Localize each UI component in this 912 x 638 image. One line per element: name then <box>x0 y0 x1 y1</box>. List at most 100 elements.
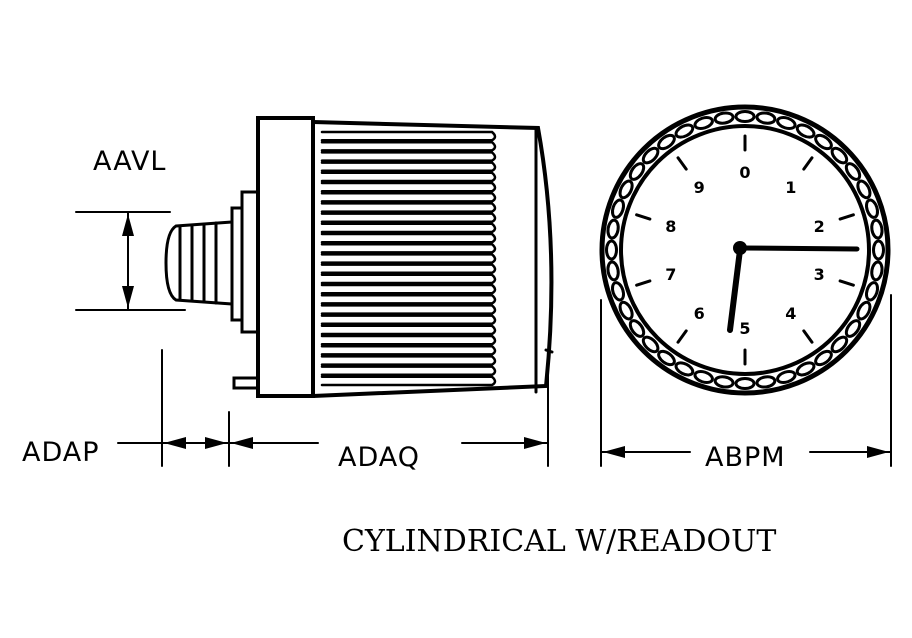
knurl-rib <box>320 293 497 305</box>
knurl-bead <box>814 133 833 151</box>
knurl-bead <box>628 162 646 181</box>
dial-number: 4 <box>785 304 796 323</box>
knurl-rib <box>320 171 497 183</box>
knurl-bead <box>814 349 833 367</box>
knurl-bead <box>795 361 816 377</box>
dial-tick <box>676 156 688 171</box>
dial-long-hand <box>739 245 860 252</box>
dial-number: 2 <box>814 217 825 236</box>
knurl-bead <box>628 319 646 338</box>
knurl-bead <box>830 146 849 165</box>
knurl-bead <box>734 110 756 123</box>
knurl-rib <box>320 161 497 173</box>
dial-tick <box>676 329 688 344</box>
knurl-bead <box>856 300 872 321</box>
knurl-bead <box>610 281 626 302</box>
knurl-ribs <box>320 130 497 387</box>
knurl-bead <box>755 111 777 125</box>
dial-tick-marks <box>635 134 855 366</box>
abpm-dimension: ABPM <box>600 294 892 473</box>
knurl-bead <box>657 349 676 367</box>
knurl-bead <box>606 218 620 240</box>
knurl-bead <box>830 335 849 354</box>
knurl-rib <box>320 314 497 326</box>
knurl-rib <box>320 304 497 315</box>
dial-tick <box>635 279 652 287</box>
knurl-bead <box>641 146 660 165</box>
abpm-label: ABPM <box>705 442 786 473</box>
dial-tick <box>802 329 814 344</box>
dial-tick <box>635 213 652 221</box>
knurl-rib <box>320 334 497 346</box>
adap-adaq-dimension: ADAP ADAQ <box>22 349 549 473</box>
knurl-rib <box>320 202 497 213</box>
knurl-bead <box>606 260 620 282</box>
knurl-rib <box>320 232 497 244</box>
dial-inner-ring <box>619 124 871 376</box>
knurl-rib <box>320 151 497 162</box>
knurl-bead <box>795 123 816 139</box>
dial-number: 6 <box>694 304 705 323</box>
knurl-bead <box>872 239 885 261</box>
knurl-rib <box>320 253 497 264</box>
dial-numbers: 0 1 2 3 4 5 6 7 8 9 <box>665 163 825 338</box>
knurl-bead <box>618 300 634 321</box>
knurl-bead <box>713 375 735 389</box>
knurl-bead <box>776 369 797 385</box>
dial-knurl-pattern <box>605 110 885 390</box>
knurl-rib <box>320 375 497 387</box>
diagram-caption: CYLINDRICAL W/READOUT <box>342 524 776 559</box>
knurl-bead <box>657 133 676 151</box>
knurl-rib <box>320 212 497 224</box>
knurl-rib <box>320 365 497 377</box>
dial-view: 0 1 2 3 4 5 6 7 8 9 <box>599 104 891 396</box>
knurl-rib <box>320 242 497 254</box>
front-collar <box>256 116 315 398</box>
knurl-bead <box>864 198 880 219</box>
knurl-bead <box>864 281 880 302</box>
knurl-rib <box>320 324 497 336</box>
aavl-dimension: AAVL <box>75 146 186 311</box>
adap-label: ADAP <box>22 437 100 468</box>
knurl-rib <box>320 344 497 356</box>
knurl-bead <box>605 239 618 261</box>
aavl-label: AAVL <box>93 146 166 177</box>
side-view <box>164 116 554 398</box>
dial-hub <box>733 241 747 255</box>
knurl-bead <box>870 218 884 240</box>
knurl-bead <box>610 198 626 219</box>
knurl-bead <box>674 123 695 139</box>
dial-short-hand <box>727 247 743 333</box>
knurl-bead <box>755 375 777 389</box>
dial-number: 8 <box>665 217 676 236</box>
dial-number: 1 <box>785 178 796 197</box>
dial-number: 0 <box>739 163 750 182</box>
dial-number: 7 <box>665 265 676 284</box>
dial-tick <box>838 213 855 221</box>
knurl-bead <box>693 369 714 385</box>
knurl-bead <box>870 260 884 282</box>
knurl-rib <box>320 130 497 142</box>
knurl-rib <box>320 273 497 285</box>
knurl-rib <box>320 263 497 275</box>
knurl-rib <box>320 191 497 203</box>
knurl-rib <box>320 222 497 234</box>
knurl-rib <box>320 140 497 152</box>
knurl-bead <box>776 115 797 131</box>
knurl-rib <box>320 283 497 295</box>
adaq-label: ADAQ <box>338 442 420 473</box>
knurl-rib <box>320 355 497 366</box>
dial-tick <box>838 279 855 287</box>
dial-number: 3 <box>814 265 825 284</box>
knurl-bead <box>856 179 872 200</box>
knurl-bead <box>844 319 862 338</box>
dial-number: 5 <box>739 319 750 338</box>
dial-number: 9 <box>694 178 705 197</box>
knurl-bead <box>693 115 714 131</box>
dial-outer-ring <box>599 104 891 396</box>
knurl-rib <box>320 181 497 193</box>
knurl-bead <box>844 162 862 181</box>
knurl-bead <box>641 335 660 354</box>
knurl-bead <box>618 179 634 200</box>
